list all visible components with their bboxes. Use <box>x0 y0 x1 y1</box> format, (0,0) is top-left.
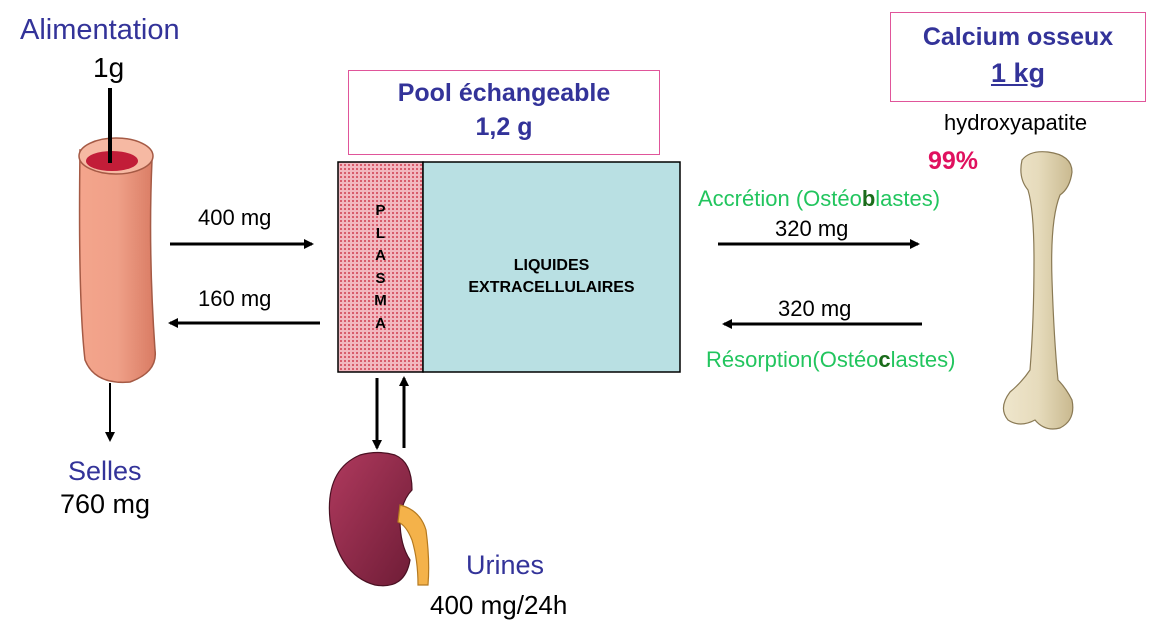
intake-label: Alimentation <box>20 14 180 46</box>
plasma-letter: A <box>375 314 386 332</box>
accretion-label: Accrétion (Ostéoblastes) <box>698 186 940 212</box>
accretion-label-suffix: lastes) <box>875 186 941 211</box>
plasma-letter: L <box>375 224 386 242</box>
intestine-icon <box>78 137 157 384</box>
absorption-amount: 400 mg <box>198 205 272 230</box>
ecf-label-line2: EXTRACELLULAIRES <box>468 279 635 296</box>
pool-title: Pool échangeable <box>397 79 611 107</box>
bone-form: hydroxyapatite <box>944 110 1088 135</box>
resorption-label-prefix: Résorption(Ostéo <box>706 347 879 372</box>
resorption-amount: 320 mg <box>778 296 852 321</box>
bone-amount: 1 kg <box>990 58 1046 88</box>
bone-title-box: Calcium osseux 1 kg <box>890 12 1146 102</box>
accretion-label-prefix: Accrétion (Ostéo <box>698 186 862 211</box>
ecf-label-line1: LIQUIDES <box>513 257 590 274</box>
plasma-compartment <box>337 161 424 373</box>
bone-percent: 99% <box>928 147 979 175</box>
accretion-label-bold: b <box>861 186 876 211</box>
pool-amount: 1,2 g <box>475 113 533 141</box>
secretion-amount: 160 mg <box>198 286 272 311</box>
resorption-label: Résorption(Ostéoclastes) <box>706 347 955 373</box>
bone-icon <box>1002 151 1074 430</box>
pool-title-box: Pool échangeable 1,2 g <box>348 70 660 155</box>
accretion-amount: 320 mg <box>775 216 849 241</box>
plasma-label: P L A S M A <box>338 200 423 335</box>
intake-amount: 1g <box>93 52 125 83</box>
urine-label: Urines <box>466 550 545 580</box>
ecf-compartment <box>422 161 681 373</box>
feces-label: Selles <box>68 456 142 486</box>
bone-title: Calcium osseux <box>922 23 1114 51</box>
resorption-label-suffix: lastes) <box>890 347 956 372</box>
plasma-letter: A <box>375 247 386 264</box>
kidney-icon <box>328 451 430 587</box>
plasma-letter: M <box>374 292 387 309</box>
resorption-label-bold: c <box>878 347 891 372</box>
urine-amount: 400 mg/24h <box>430 590 568 620</box>
plasma-letter: S <box>375 269 386 287</box>
feces-amount: 760 mg <box>60 489 151 519</box>
plasma-letter: P <box>375 202 386 219</box>
